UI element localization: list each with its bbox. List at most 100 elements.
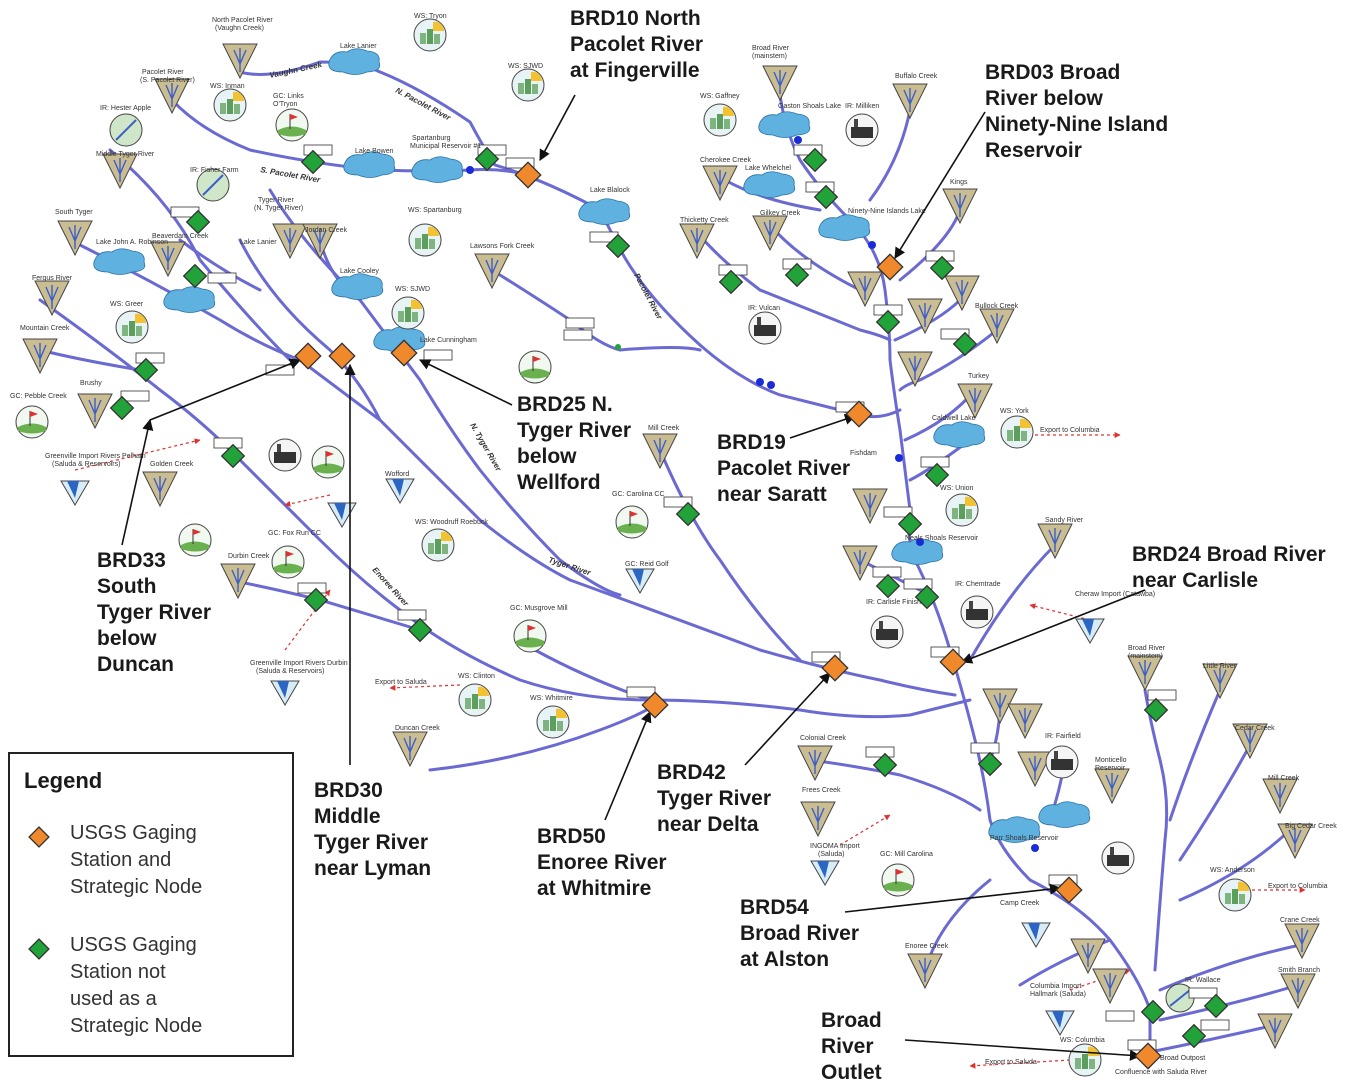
agri-nodes: [109, 113, 1195, 1013]
svg-text:Lake Lanier: Lake Lanier: [340, 43, 377, 50]
svg-text:Little River: Little River: [1203, 663, 1237, 670]
svg-text:GC: Carolina CC: GC: Carolina CC: [612, 491, 665, 498]
svg-text:Vaughn Creek: Vaughn Creek: [269, 60, 324, 80]
callout-brd19: BRD19 Pacolet River near Saratt: [717, 431, 851, 506]
svg-text:Monticello: Monticello: [1095, 757, 1127, 764]
legend: Legend USGS Gaging Station and Strategic…: [8, 752, 294, 1057]
svg-text:GC: Musgrove Mill: GC: Musgrove Mill: [510, 605, 568, 612]
svg-text:Cedar Creek: Cedar Creek: [1235, 725, 1275, 732]
svg-text:Export to Columbia: Export to Columbia: [1040, 427, 1100, 434]
callout-arrows: [121, 94, 1146, 1061]
svg-text:Municipal Reservoir #1: Municipal Reservoir #1: [410, 143, 481, 150]
svg-text:Fergus River: Fergus River: [32, 275, 73, 282]
svg-text:Enoree Creek: Enoree Creek: [905, 943, 949, 950]
svg-text:Cherokee Creek: Cherokee Creek: [700, 157, 751, 164]
callout-brd50: BRD50 Enoree River at Whitmire: [537, 825, 667, 900]
svg-text:IR: Fisher Farm: IR: Fisher Farm: [190, 167, 239, 174]
svg-text:Lake Cooley: Lake Cooley: [340, 268, 379, 275]
svg-text:(Vaughn Creek): (Vaughn Creek): [215, 25, 264, 32]
legend-item-non-strategic: USGS Gaging Station not used as a Strate…: [70, 934, 203, 1037]
svg-text:Caldwell Lake: Caldwell Lake: [932, 415, 976, 422]
svg-text:INGOMA Import: INGOMA Import: [810, 843, 860, 850]
svg-text:Ninety-Nine Islands Lake: Ninety-Nine Islands Lake: [848, 208, 926, 215]
svg-text:Lake Cunningham: Lake Cunningham: [420, 337, 477, 344]
callout-brd25: BRD25 N. Tyger River below Wellford: [517, 393, 631, 494]
svg-text:Lake Whelchel: Lake Whelchel: [745, 165, 791, 172]
svg-text:Mill Creek: Mill Creek: [648, 425, 680, 432]
svg-text:Lake Blalock: Lake Blalock: [590, 187, 630, 194]
river-network: [38, 60, 1302, 1057]
svg-text:Jordan Creek: Jordan Creek: [305, 227, 348, 234]
svg-text:Export to Saluda: Export to Saluda: [375, 679, 427, 686]
svg-text:Export to Columbia: Export to Columbia: [1268, 883, 1328, 890]
svg-text:(mainstem): (mainstem): [752, 53, 787, 60]
callout-broad-river-outlet: Broad River Outlet: [821, 1009, 882, 1084]
svg-text:Columbia Import: Columbia Import: [1030, 983, 1081, 990]
legend-title: Legend: [24, 768, 103, 793]
svg-text:Greenville Import Rivers Pelha: Greenville Import Rivers Pelham: [45, 453, 146, 460]
svg-text:WS: Spartanburg: WS: Spartanburg: [408, 207, 462, 214]
svg-text:Durbin Creek: Durbin Creek: [228, 553, 270, 560]
svg-text:Reservoir: Reservoir: [1095, 765, 1126, 772]
svg-text:Broad River: Broad River: [752, 45, 790, 52]
svg-text:Bullock Creek: Bullock Creek: [975, 303, 1019, 310]
svg-text:WS: Tryon: WS: Tryon: [414, 13, 447, 20]
svg-text:Turkey: Turkey: [968, 373, 990, 380]
svg-text:Camp Creek: Camp Creek: [1000, 900, 1040, 907]
svg-text:Gaston Shoals Lake: Gaston Shoals Lake: [778, 103, 841, 110]
svg-text:Sandy River: Sandy River: [1045, 517, 1084, 524]
svg-text:Kings: Kings: [950, 179, 968, 186]
green-diamond-icon: [28, 938, 50, 960]
callout-brd54: BRD54 Broad River at Alston: [740, 896, 860, 971]
svg-text:Middle Tyger River: Middle Tyger River: [96, 151, 155, 158]
svg-text:IR: Fairfield: IR: Fairfield: [1045, 733, 1081, 740]
svg-text:GC: Pebble Creek: GC: Pebble Creek: [10, 393, 67, 400]
svg-text:IR: Wallace: IR: Wallace: [1185, 977, 1221, 984]
svg-text:Fishdam: Fishdam: [850, 450, 877, 457]
svg-text:Pacolet River: Pacolet River: [632, 272, 664, 322]
callout-brd42: BRD42 Tyger River near Delta: [657, 761, 771, 836]
legend-item-strategic: USGS Gaging Station and Strategic Node: [70, 822, 203, 898]
svg-text:IR: Hester Apple: IR: Hester Apple: [100, 105, 151, 112]
svg-text:Tyger River: Tyger River: [547, 555, 592, 577]
svg-text:GC: Fox Run CC: GC: Fox Run CC: [268, 530, 321, 537]
svg-text:(N. Tyger River): (N. Tyger River): [254, 205, 303, 212]
svg-text:Buffalo Creek: Buffalo Creek: [895, 73, 938, 80]
junctions: [466, 136, 1039, 852]
svg-text:Thicketty Creek: Thicketty Creek: [680, 217, 729, 224]
svg-text:Lake Bowen: Lake Bowen: [355, 148, 394, 155]
svg-text:WS: Union: WS: Union: [940, 485, 974, 492]
svg-text:(Saluda & Reservoirs): (Saluda & Reservoirs): [256, 668, 324, 675]
svg-text:O'Tryon: O'Tryon: [273, 101, 298, 108]
svg-text:WS: Woodruff Roebuck: WS: Woodruff Roebuck: [415, 519, 488, 526]
svg-text:Lake John A. Robinson: Lake John A. Robinson: [96, 239, 168, 246]
svg-text:Beaverdam Creek: Beaverdam Creek: [152, 233, 209, 240]
svg-text:Mill Creek: Mill Creek: [1268, 775, 1300, 782]
svg-text:N. Tyger River: N. Tyger River: [468, 422, 503, 474]
svg-text:IR: Milliken: IR: Milliken: [845, 103, 879, 110]
svg-text:(S. Pacolet River): (S. Pacolet River): [140, 77, 195, 84]
svg-text:WS: York: WS: York: [1000, 408, 1029, 415]
svg-text:Lawsons Fork Creek: Lawsons Fork Creek: [470, 243, 535, 250]
svg-text:Smith Branch: Smith Branch: [1278, 967, 1320, 974]
callout-brd24: BRD24 Broad River near Carlisle: [1132, 543, 1326, 592]
svg-text:WS: Greer: WS: Greer: [110, 301, 144, 308]
svg-text:GC: Links: GC: Links: [273, 93, 304, 100]
svg-text:GC: Mill Carolina: GC: Mill Carolina: [880, 851, 933, 858]
svg-text:WS: Anderson: WS: Anderson: [1210, 867, 1255, 874]
svg-text:Broad River: Broad River: [1128, 645, 1166, 652]
svg-text:Colonial Creek: Colonial Creek: [800, 735, 846, 742]
svg-text:WS: Inman: WS: Inman: [210, 83, 245, 90]
svg-text:WS: Gaffney: WS: Gaffney: [700, 93, 740, 100]
svg-text:Confluence with Saluda River: Confluence with Saluda River: [1115, 1069, 1207, 1076]
svg-text:IR: Vulcan: IR: Vulcan: [748, 305, 780, 312]
svg-text:Neals Shoals Reservoir: Neals Shoals Reservoir: [905, 535, 979, 542]
svg-text:Golden Creek: Golden Creek: [150, 461, 194, 468]
svg-text:Spartanburg: Spartanburg: [412, 135, 451, 142]
svg-text:Big Cedar Creek: Big Cedar Creek: [1285, 823, 1337, 830]
callout-brd10: BRD10 North Pacolet River at Fingerville: [570, 7, 704, 82]
svg-text:WS: SJWD: WS: SJWD: [395, 286, 430, 293]
svg-text:Duncan Creek: Duncan Creek: [395, 725, 440, 732]
svg-text:Export to Saluda: Export to Saluda: [985, 1059, 1037, 1066]
